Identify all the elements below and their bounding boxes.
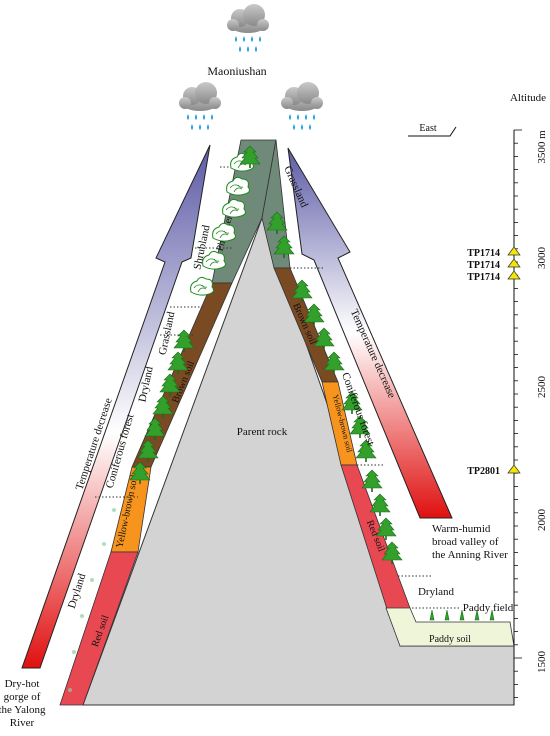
- soil-paddy: [385, 607, 515, 647]
- svg-text:the Yalong: the Yalong: [0, 704, 46, 716]
- shrub-icon: [190, 276, 214, 296]
- soil-red-west: [59, 551, 139, 706]
- lowland-grass: [68, 508, 116, 692]
- svg-text:broad valley of: broad valley of: [432, 536, 499, 548]
- shrub-icon: [212, 222, 236, 242]
- site-label: TP1714: [467, 260, 500, 271]
- svg-text:River: River: [10, 717, 35, 729]
- altitude-axis: Altitude 3500 m 3000 2500 2000 1500: [510, 92, 548, 705]
- direction-indicator: East: [408, 123, 457, 137]
- right-temperature-arrow: [287, 147, 453, 519]
- left-place-label: Dry-hot gorge of the Yalong River: [0, 678, 46, 729]
- axis-tick-label: 1500: [536, 651, 548, 674]
- axis-top-label: 3500 m: [536, 130, 548, 164]
- veg-label-paddy-field: Paddy field: [463, 602, 514, 614]
- soil-label-paddy: Paddy soil: [429, 634, 471, 645]
- site-label: TP1714: [467, 248, 500, 259]
- parent-rock-label: Parent rock: [237, 426, 288, 438]
- triangle-marker-icon: [507, 270, 521, 280]
- rain-cloud-icon: [281, 82, 323, 130]
- triangle-marker-icon: [507, 246, 521, 256]
- site-label: TP2801: [467, 466, 500, 477]
- triangle-marker-icon: [507, 258, 521, 268]
- rain-cloud-icon: [227, 4, 269, 52]
- axis-tick-label: 3000: [536, 247, 548, 270]
- shrub-icon: [222, 198, 246, 218]
- svg-text:Altitude: Altitude: [510, 92, 546, 104]
- right-place-label: Warm-humid broad valley of the Anning Ri…: [432, 523, 508, 561]
- svg-text:the Anning River: the Anning River: [432, 549, 508, 561]
- mountain-name: Maoniushan: [207, 64, 266, 78]
- triangle-marker-icon: [507, 464, 521, 474]
- axis-tick-label: 2000: [536, 509, 548, 532]
- paddy-plants: [429, 609, 495, 621]
- svg-text:gorge of: gorge of: [4, 691, 41, 703]
- site-markers: TP1714 TP1714 TP1714 TP2801: [467, 246, 521, 477]
- left-temperature-arrow: [21, 144, 211, 669]
- veg-label-dryland-east: Dryland: [418, 586, 455, 598]
- site-label: TP1714: [467, 272, 500, 283]
- rain-cloud-icon: [179, 82, 221, 130]
- svg-text:East: East: [419, 123, 436, 134]
- shrub-icon: [226, 176, 250, 196]
- svg-text:Dry-hot: Dry-hot: [5, 678, 40, 690]
- axis-tick-label: 2500: [536, 376, 548, 399]
- svg-text:Warm-humid: Warm-humid: [432, 523, 491, 535]
